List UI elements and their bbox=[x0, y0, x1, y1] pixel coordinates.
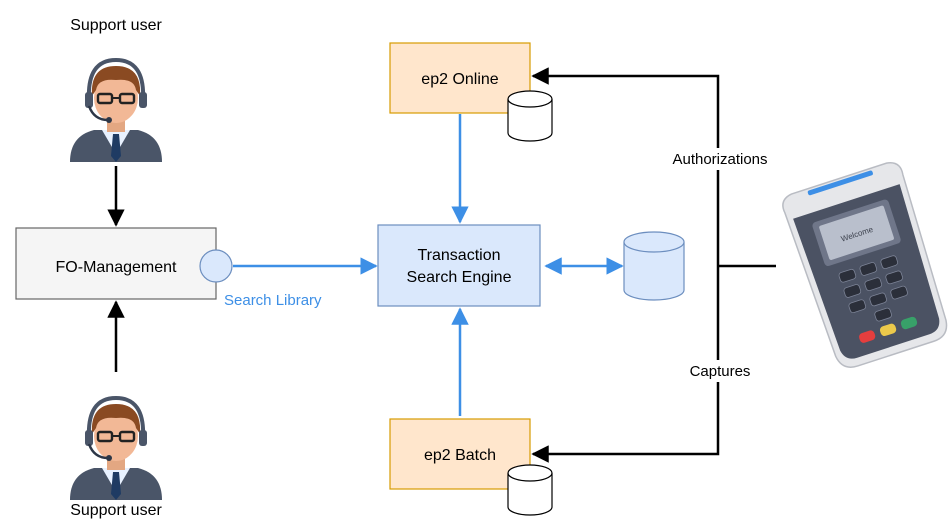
bottom-user-label: Support user bbox=[70, 502, 162, 519]
ep2-batch-box[interactable] bbox=[389, 418, 531, 490]
database-icon bbox=[623, 231, 685, 301]
arrow-authorizations bbox=[531, 67, 720, 266]
fo-management-box[interactable] bbox=[15, 227, 217, 300]
arrow-captures bbox=[531, 266, 720, 463]
ep2-batch-label: ep2 Batch bbox=[424, 447, 496, 464]
ep2-online-box[interactable] bbox=[389, 42, 531, 114]
engine-label-line2: Search Engine bbox=[407, 269, 512, 286]
payment-terminal-icon: Welcome bbox=[782, 162, 948, 368]
ep2-online-label: ep2 Online bbox=[421, 71, 498, 88]
support-agent-icon bbox=[68, 58, 164, 164]
search-library-label: Search Library bbox=[224, 292, 322, 309]
captures-label: Captures bbox=[690, 363, 751, 380]
transaction-search-engine-box[interactable] bbox=[377, 224, 541, 307]
support-agent-icon bbox=[68, 396, 164, 502]
database-icon bbox=[507, 464, 553, 516]
database-icon bbox=[507, 90, 553, 142]
authorizations-label: Authorizations bbox=[672, 151, 767, 168]
search-library-interface[interactable] bbox=[199, 249, 233, 283]
fo-management-label: FO-Management bbox=[56, 259, 177, 276]
top-user-label: Support user bbox=[70, 17, 162, 34]
engine-label-line1: Transaction bbox=[418, 247, 501, 264]
